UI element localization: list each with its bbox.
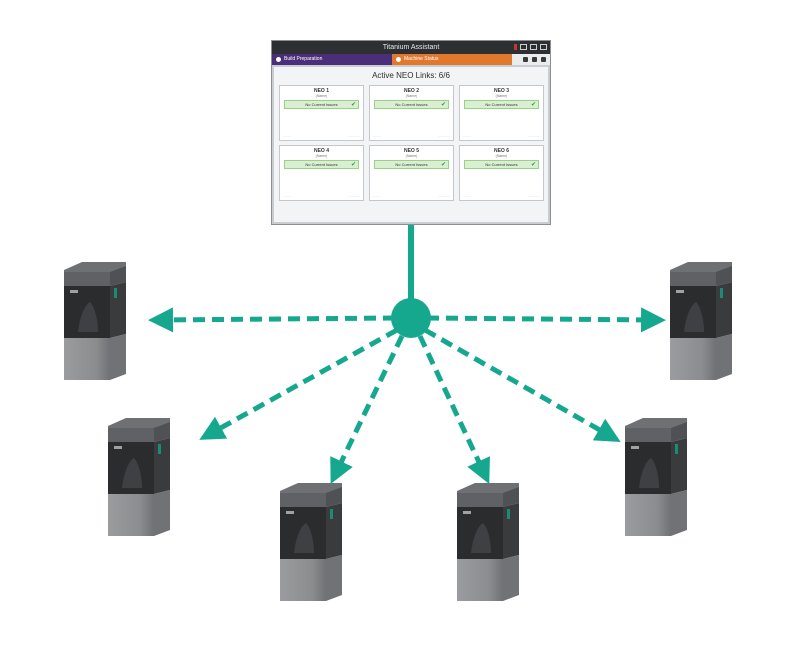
neo-name: NEO 1: [313, 88, 329, 94]
card-footer-right: ············: [438, 134, 450, 138]
card-footer-left: ········: [463, 194, 471, 198]
link-to-printer-4: [423, 327, 621, 442]
status-badge: No Current Issues ✔: [374, 100, 449, 109]
neo-card[interactable]: NEO 4(Name)No Current Issues✔···········…: [279, 145, 364, 201]
link-to-printer-1: [148, 307, 396, 333]
settings-icon[interactable]: [532, 57, 537, 62]
link-to-printer-2: [426, 307, 666, 333]
active-links-heading: Active NEO Links: 6/6: [372, 71, 450, 80]
neo-subtitle: (Name): [315, 94, 328, 98]
printer-icon: [457, 483, 519, 601]
neo-subtitle: (Name): [405, 94, 418, 98]
check-icon: ✔: [530, 162, 536, 168]
card-footer-left: ········: [373, 134, 381, 138]
neo-subtitle: (Name): [405, 154, 418, 158]
printer-icon: [670, 262, 732, 380]
neo-subtitle: (Name): [315, 154, 328, 158]
printer-icon: [108, 418, 170, 536]
neo-card[interactable]: NEO 5(Name)No Current Issues✔···········…: [369, 145, 454, 201]
maximize-icon[interactable]: [530, 44, 537, 50]
status-panel: Active NEO Links: 6/6 NEO 1(Name)No Curr…: [274, 67, 548, 222]
status-text: No Current Issues: [305, 162, 338, 167]
card-footer-right: ············: [528, 134, 540, 138]
alert-icon: [514, 44, 517, 50]
neo-name: NEO 4: [313, 148, 329, 154]
printer-icon: [64, 262, 126, 380]
app-tabs: Build Preparation Machine Status: [272, 54, 550, 65]
check-icon: ✔: [440, 162, 446, 168]
monitor-screen: Titanium Assistant Build Preparation Mac…: [271, 40, 551, 225]
check-icon: ✔: [530, 102, 536, 108]
card-footer-right: ············: [348, 194, 360, 198]
neo-card[interactable]: NEO 1(Name)No Current Issues✔···········…: [279, 85, 364, 141]
status-badge: No Current Issues ✔: [284, 160, 359, 169]
neo-name: NEO 6: [493, 148, 509, 154]
tab-build-preparation[interactable]: Build Preparation: [272, 54, 392, 65]
link-to-printer-6: [417, 334, 490, 485]
status-text: No Current Issues: [485, 102, 518, 107]
tab-label: Machine Status: [404, 56, 439, 62]
neo-subtitle: (Name): [495, 154, 508, 158]
card-footer-right: ············: [348, 134, 360, 138]
card-footer-right: ············: [438, 194, 450, 198]
close-icon[interactable]: [540, 44, 547, 50]
link-to-printer-5: [330, 334, 405, 485]
toolbar-icons: [512, 54, 550, 65]
neo-name: NEO 2: [403, 88, 419, 94]
gear-icon: [276, 57, 281, 62]
neo-name: NEO 3: [493, 88, 509, 94]
status-text: No Current Issues: [485, 162, 518, 167]
printer-icon: [625, 418, 687, 536]
status-text: No Current Issues: [395, 162, 428, 167]
link-to-printer-3: [199, 327, 399, 440]
tab-machine-status[interactable]: Machine Status: [392, 54, 512, 65]
logout-icon[interactable]: [541, 57, 546, 62]
neo-card[interactable]: NEO 6(Name)No Current Issues✔···········…: [459, 145, 544, 201]
status-badge: No Current Issues ✔: [284, 100, 359, 109]
check-icon: ✔: [350, 162, 356, 168]
card-footer-left: ········: [283, 134, 291, 138]
printer-icon: [280, 483, 342, 601]
minimize-icon[interactable]: [520, 44, 527, 50]
neo-subtitle: (Name): [495, 94, 508, 98]
check-icon: ✔: [440, 102, 446, 108]
card-footer-right: ············: [528, 194, 540, 198]
machine-icon: [396, 57, 401, 62]
app-titlebar: Titanium Assistant: [272, 41, 550, 54]
status-text: No Current Issues: [305, 102, 338, 107]
status-badge: No Current Issues ✔: [374, 160, 449, 169]
window-controls: [514, 44, 547, 50]
tab-label: Build Preparation: [284, 56, 323, 62]
status-badge: No Current Issues ✔: [464, 160, 539, 169]
neo-name: NEO 5: [403, 148, 419, 154]
app-title: Titanium Assistant: [382, 44, 440, 51]
card-footer-left: ········: [283, 194, 291, 198]
check-icon: ✔: [350, 102, 356, 108]
neo-card[interactable]: NEO 2(Name)No Current Issues✔···········…: [369, 85, 454, 141]
user-icon[interactable]: [523, 57, 528, 62]
status-badge: No Current Issues ✔: [464, 100, 539, 109]
card-footer-left: ········: [373, 194, 381, 198]
status-text: No Current Issues: [395, 102, 428, 107]
hub-node: [391, 298, 431, 338]
card-footer-left: ········: [463, 134, 471, 138]
neo-card[interactable]: NEO 3(Name)No Current Issues✔···········…: [459, 85, 544, 141]
